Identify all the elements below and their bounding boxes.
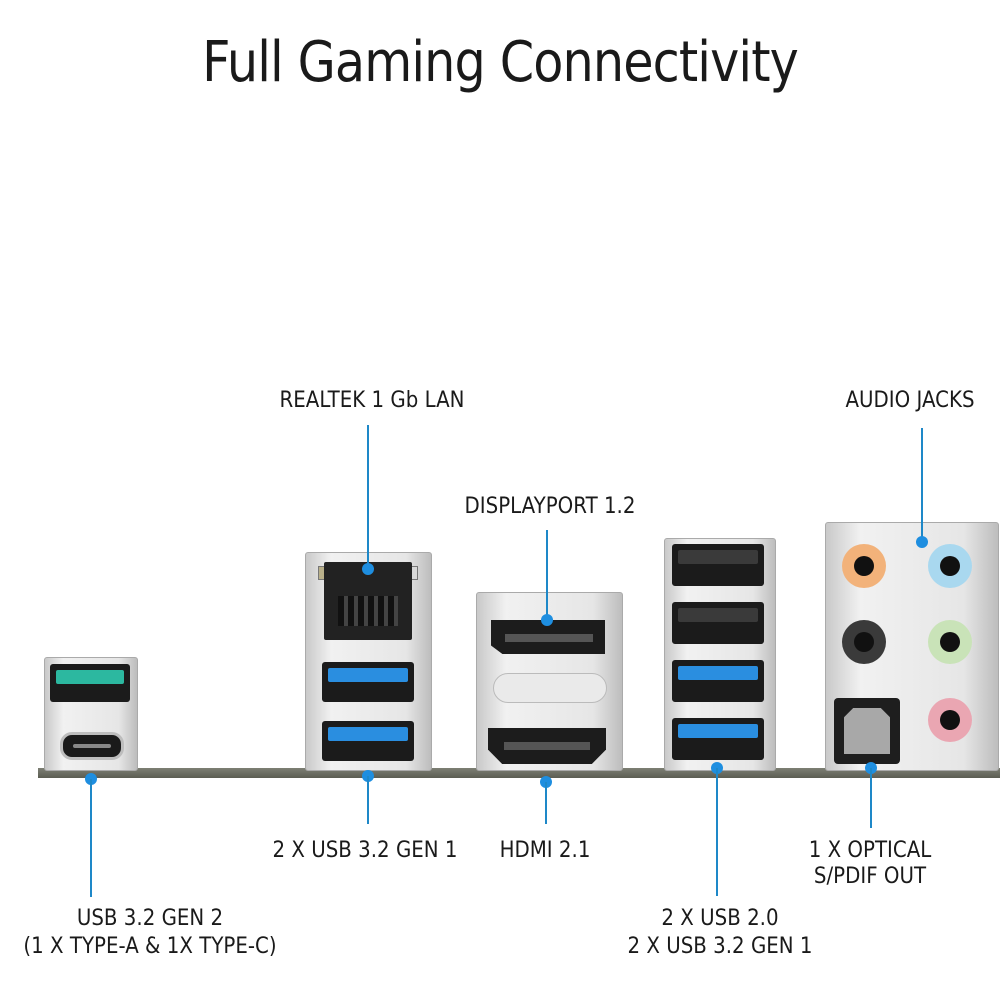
label-usb-stack-line1: 2 X USB 2.0 <box>661 906 779 931</box>
blank-plate <box>493 673 607 703</box>
hdmi-port <box>488 728 606 764</box>
usb-3-2-gen1-port-3 <box>672 660 764 702</box>
usb-2-0-port-1 <box>672 544 764 586</box>
usb-type-a-gen2-port <box>50 664 130 702</box>
label-optical-line1: 1 X OPTICAL <box>808 838 932 863</box>
leader-dot-audio <box>916 536 928 548</box>
optical-spdif-port <box>834 698 900 764</box>
leader-line-lan <box>367 425 369 568</box>
leader-line-displayport <box>546 530 548 620</box>
label-usb-front: 2 X USB 3.2 GEN 1 <box>272 838 458 863</box>
usb-3-2-gen1-port-2 <box>322 721 414 761</box>
label-audio-jacks: AUDIO JACKS <box>845 388 975 413</box>
leader-line-audio <box>921 428 923 540</box>
leader-line-usb-gen2 <box>90 779 92 897</box>
audio-jack-blue <box>928 544 972 588</box>
label-usb-stack-line2: 2 X USB 3.2 GEN 1 <box>627 934 813 959</box>
motherboard-edge <box>38 768 1000 778</box>
label-optical-line2: S/PDIF OUT <box>813 864 927 889</box>
leader-dot-lan <box>362 563 374 575</box>
leader-line-hdmi <box>545 782 547 824</box>
audio-jack-green <box>928 620 972 664</box>
audio-jack-pink <box>928 698 972 742</box>
label-displayport: DISPLAYPORT 1.2 <box>464 494 636 519</box>
leader-dot-displayport <box>541 614 553 626</box>
label-hdmi: HDMI 2.1 <box>499 838 591 863</box>
usb-type-c-port <box>60 732 124 760</box>
audio-jack-black <box>842 620 886 664</box>
leader-line-usb-stack <box>716 768 718 896</box>
usb-2-0-port-2 <box>672 602 764 644</box>
usb-3-2-gen1-port-4 <box>672 718 764 760</box>
audio-jack-orange <box>842 544 886 588</box>
page-title: Full Gaming Connectivity <box>202 30 799 95</box>
usb-3-2-gen1-port-1 <box>322 662 414 702</box>
leader-line-optical <box>870 768 872 828</box>
label-lan: REALTEK 1 Gb LAN <box>279 388 465 413</box>
label-usb-gen2-line1: USB 3.2 GEN 2 <box>76 906 224 931</box>
rj45-lan-port <box>324 562 412 640</box>
label-usb-gen2-line2: (1 X TYPE-A & 1X TYPE-C) <box>23 934 277 959</box>
leader-line-usb-front <box>367 776 369 824</box>
